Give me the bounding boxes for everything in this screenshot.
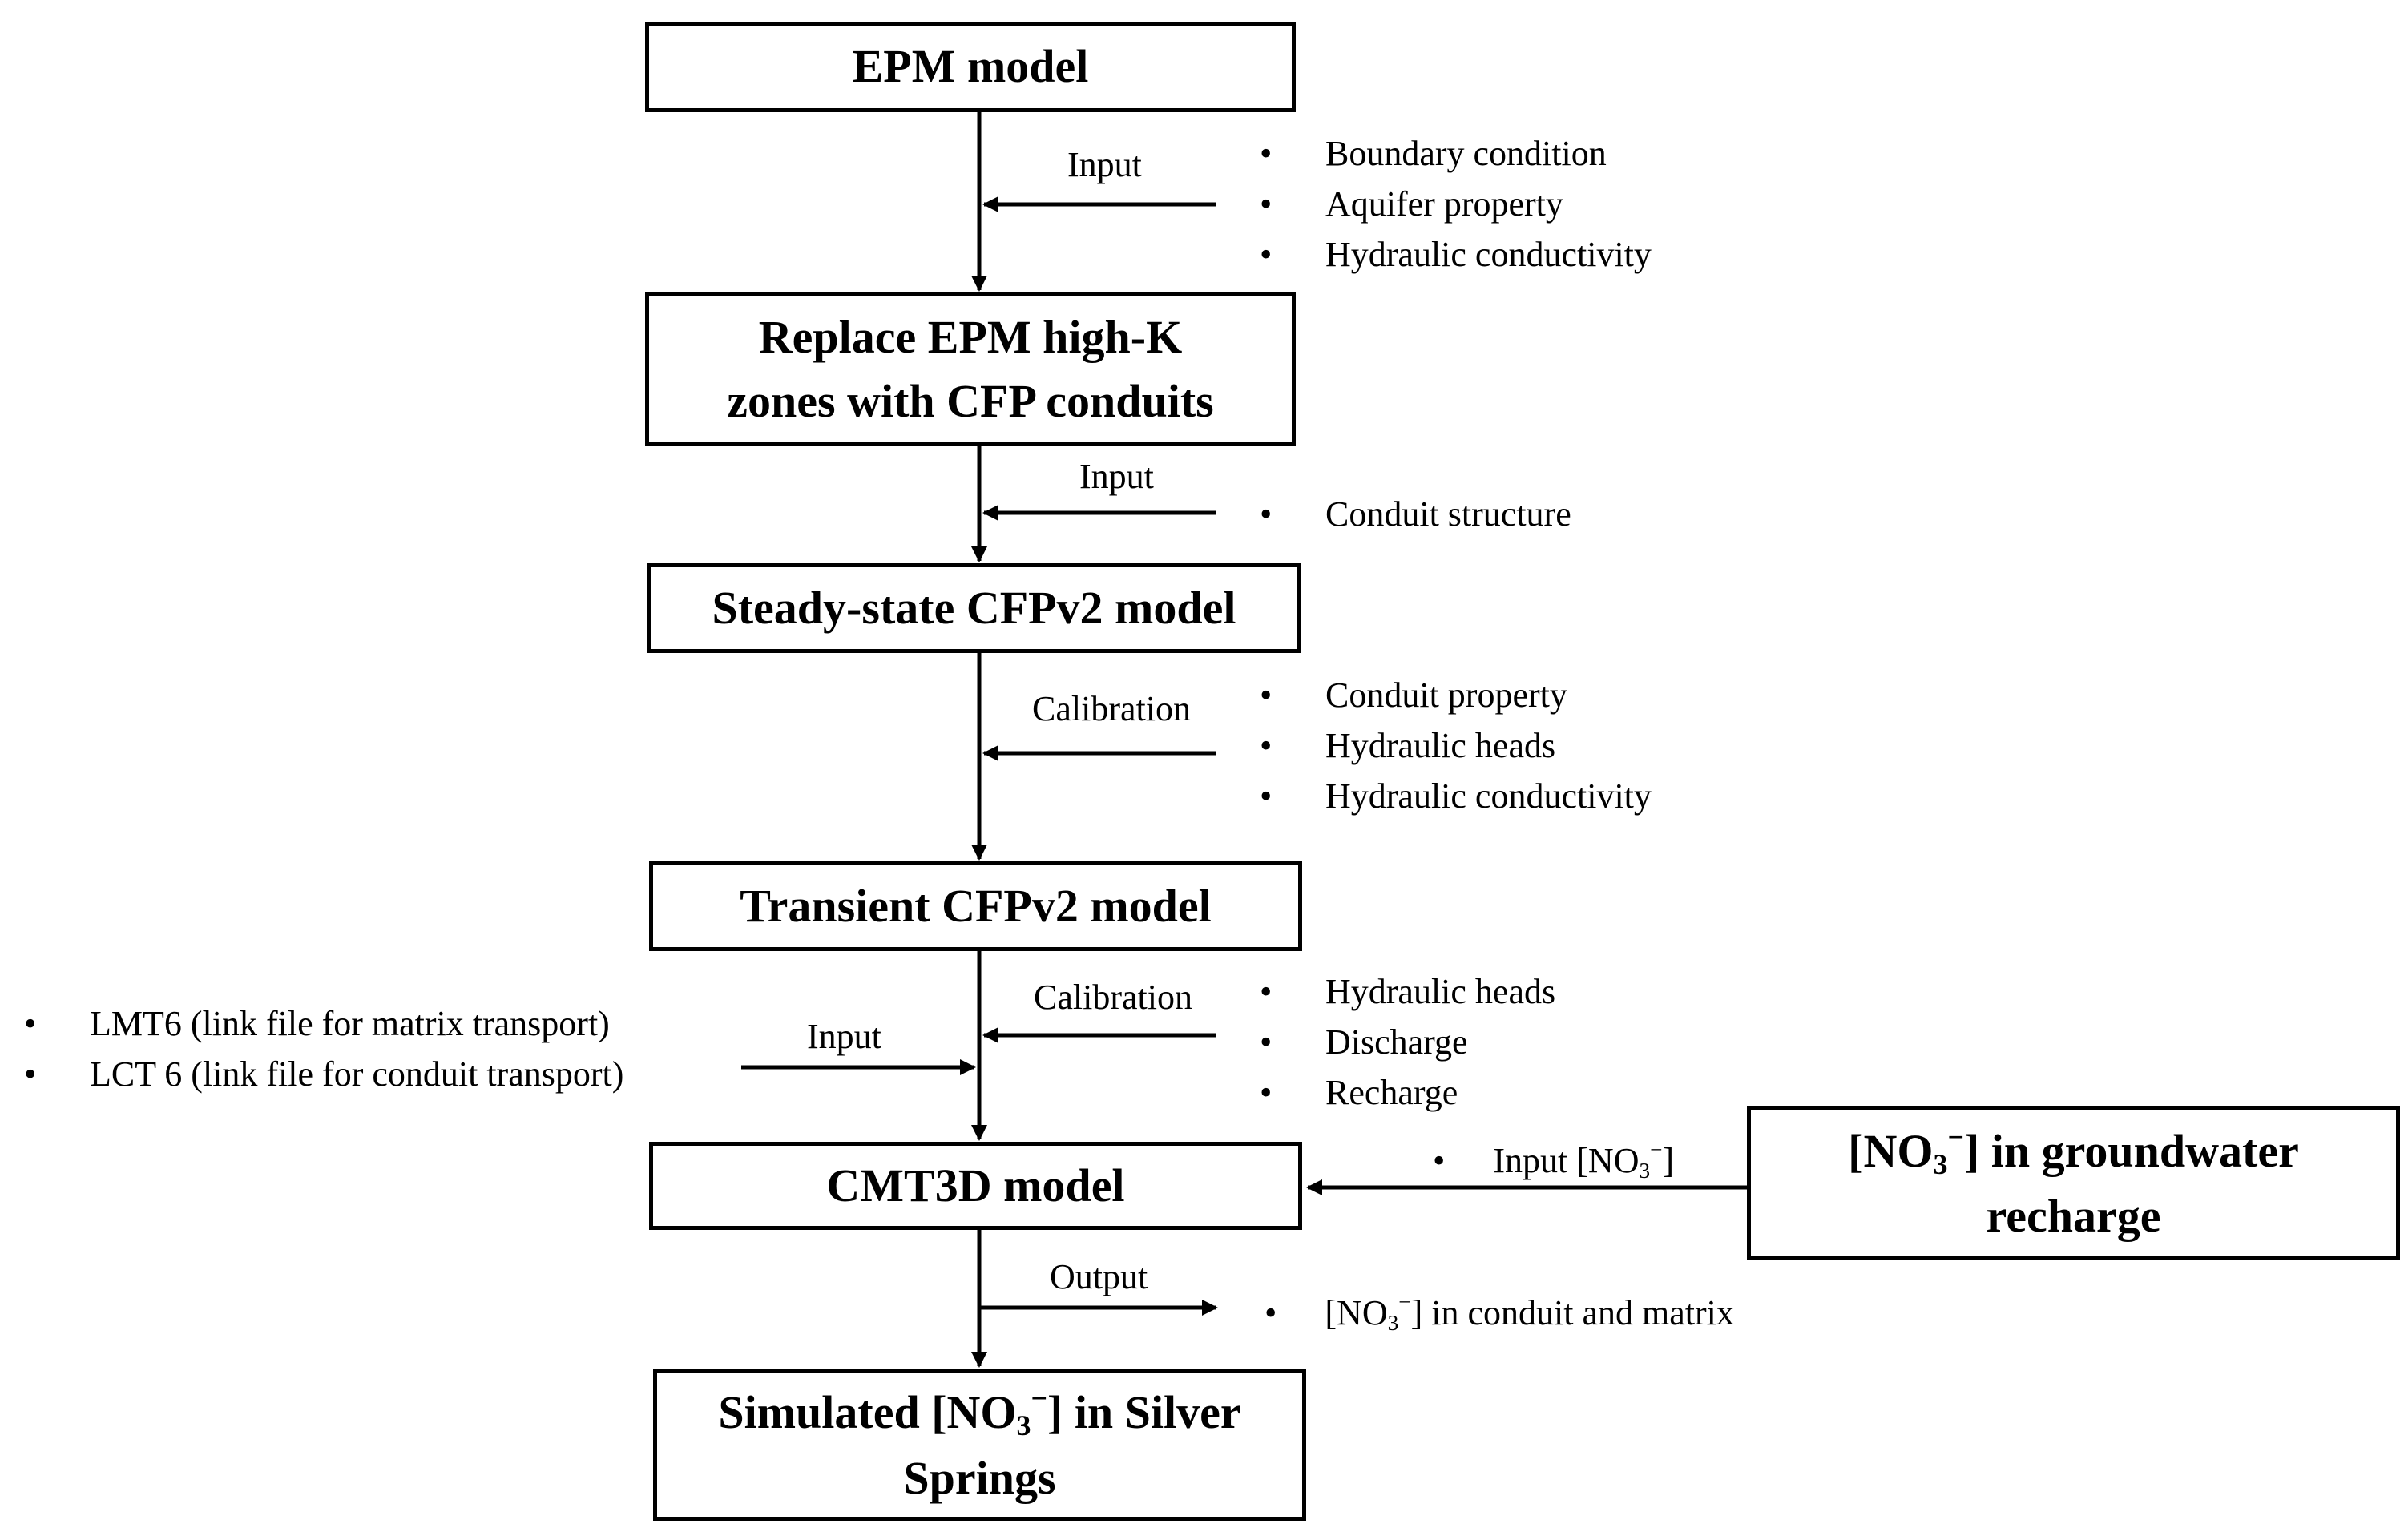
output-no3-label: •[NO3−] in conduit and matrix: [1265, 1290, 1734, 1335]
steady-state-text: Steady-state CFPv2 model: [712, 581, 1236, 634]
list-item: Aquifer property: [1260, 179, 1652, 229]
input-no3-bullet: •: [1433, 1141, 1446, 1181]
list-item: Hydraulic conductivity: [1260, 771, 1652, 821]
list-item: Recharge: [1260, 1067, 1555, 1118]
transient-box: Transient CFPv2 model: [649, 861, 1302, 951]
no3-recharge-box: [NO3−] in groundwater recharge: [1747, 1106, 2400, 1260]
no3-recharge-line2: recharge: [1986, 1190, 2161, 1243]
replace-epm-text-line1: Replace EPM high-K: [758, 310, 1183, 363]
epm-input-list: Boundary condition Aquifer property Hydr…: [1260, 128, 1652, 280]
epm-model-box: EPM model: [645, 22, 1296, 112]
input-label-2: Input: [1079, 457, 1154, 496]
steady-calibration-list: Conduit property Hydraulic heads Hydraul…: [1260, 670, 1652, 821]
epm-model-text: EPM model: [852, 40, 1089, 93]
list-item: LCT 6 (link file for conduit transport): [24, 1049, 623, 1099]
list-item: Hydraulic conductivity: [1260, 229, 1652, 280]
calibration-label-1: Calibration: [1032, 689, 1191, 728]
link-files-list: LMT6 (link file for matrix transport) LC…: [24, 998, 623, 1099]
input-label-left: Input: [807, 1017, 881, 1056]
output-no3-bullet: •: [1265, 1293, 1277, 1333]
input-label-1: Input: [1067, 145, 1142, 184]
replace-epm-box: Replace EPM high-K zones with CFP condui…: [645, 292, 1296, 446]
list-item: LMT6 (link file for matrix transport): [24, 998, 623, 1049]
list-item: Boundary condition: [1260, 128, 1652, 179]
list-item: Hydraulic heads: [1260, 966, 1555, 1017]
list-item: Conduit structure: [1260, 489, 1571, 539]
input-no3-label: •Input [NO3−]: [1433, 1138, 1675, 1183]
list-item: Hydraulic heads: [1260, 720, 1652, 771]
cmt3d-text: CMT3D model: [826, 1159, 1125, 1211]
simulated-no3-line1: Simulated [NO3−] in Silver: [718, 1382, 1241, 1442]
transient-text: Transient CFPv2 model: [740, 879, 1212, 932]
conduit-input-list: Conduit structure: [1260, 489, 1571, 539]
list-item: Conduit property: [1260, 670, 1652, 720]
cmt3d-box: CMT3D model: [649, 1142, 1302, 1230]
steady-state-box: Steady-state CFPv2 model: [647, 563, 1301, 653]
replace-epm-text-line2: zones with CFP conduits: [727, 375, 1214, 427]
output-label: Output: [1050, 1257, 1148, 1296]
no3-recharge-line1: [NO3−] in groundwater: [1848, 1120, 2299, 1180]
calibration-label-2: Calibration: [1034, 978, 1192, 1017]
list-item: Discharge: [1260, 1017, 1555, 1067]
transient-calibration-list: Hydraulic heads Discharge Recharge: [1260, 966, 1555, 1118]
simulated-no3-box: Simulated [NO3−] in Silver Springs: [653, 1369, 1306, 1521]
simulated-no3-line2: Springs: [903, 1451, 1056, 1504]
